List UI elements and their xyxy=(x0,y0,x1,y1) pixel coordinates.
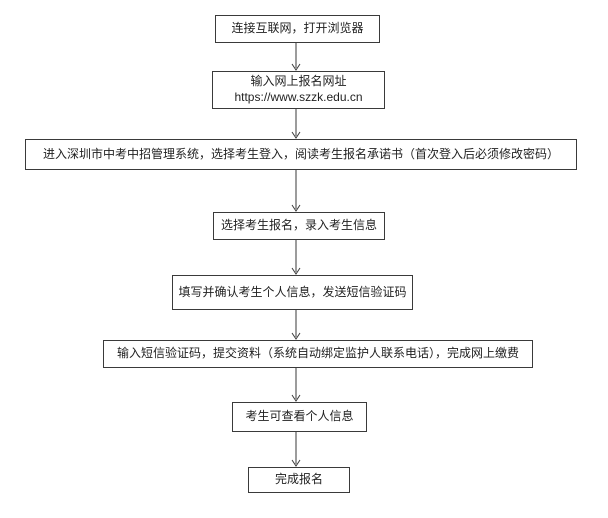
arrow-down-icon xyxy=(291,432,301,467)
flow-step-label: 填写并确认考生个人信息，发送短信验证码 xyxy=(178,284,407,299)
flow-step-label: 考生可查看个人信息 xyxy=(245,409,354,424)
arrow-down-icon xyxy=(291,43,301,71)
arrow-down-icon xyxy=(291,368,301,402)
flow-step-label: 连接互联网，打开浏览器 xyxy=(231,21,364,36)
arrow-down-icon xyxy=(291,240,301,275)
flow-step-finish-registration: 完成报名 xyxy=(248,467,350,493)
flow-step-label: 输入网上报名网址 https://www.szzk.edu.cn xyxy=(234,74,363,104)
flow-step-label: 进入深圳市中考中招管理系统，选择考生登入，阅读考生报名承诺书（首次登入后必须修改… xyxy=(42,146,559,161)
flow-step-label: 完成报名 xyxy=(274,472,323,487)
arrow-down-icon xyxy=(291,310,301,340)
flow-step-select-registration: 选择考生报名，录入考生信息 xyxy=(213,212,385,240)
arrow-down-icon xyxy=(291,170,301,212)
flow-step-view-personal-info: 考生可查看个人信息 xyxy=(232,402,367,432)
flow-step-confirm-info-sms: 填写并确认考生个人信息，发送短信验证码 xyxy=(172,275,413,310)
flow-step-submit-and-pay: 输入短信验证码，提交资料（系统自动绑定监护人联系电话），完成网上缴费 xyxy=(103,340,533,368)
flow-step-label: 选择考生报名，录入考生信息 xyxy=(220,218,377,233)
arrow-down-icon xyxy=(291,109,301,139)
flow-step-enter-url: 输入网上报名网址 https://www.szzk.edu.cn xyxy=(212,71,385,109)
flow-step-label: 输入短信验证码，提交资料（系统自动绑定监护人联系电话），完成网上缴费 xyxy=(116,346,519,361)
flow-step-login-system: 进入深圳市中考中招管理系统，选择考生登入，阅读考生报名承诺书（首次登入后必须修改… xyxy=(25,139,577,170)
flow-step-connect-internet: 连接互联网，打开浏览器 xyxy=(215,15,380,43)
